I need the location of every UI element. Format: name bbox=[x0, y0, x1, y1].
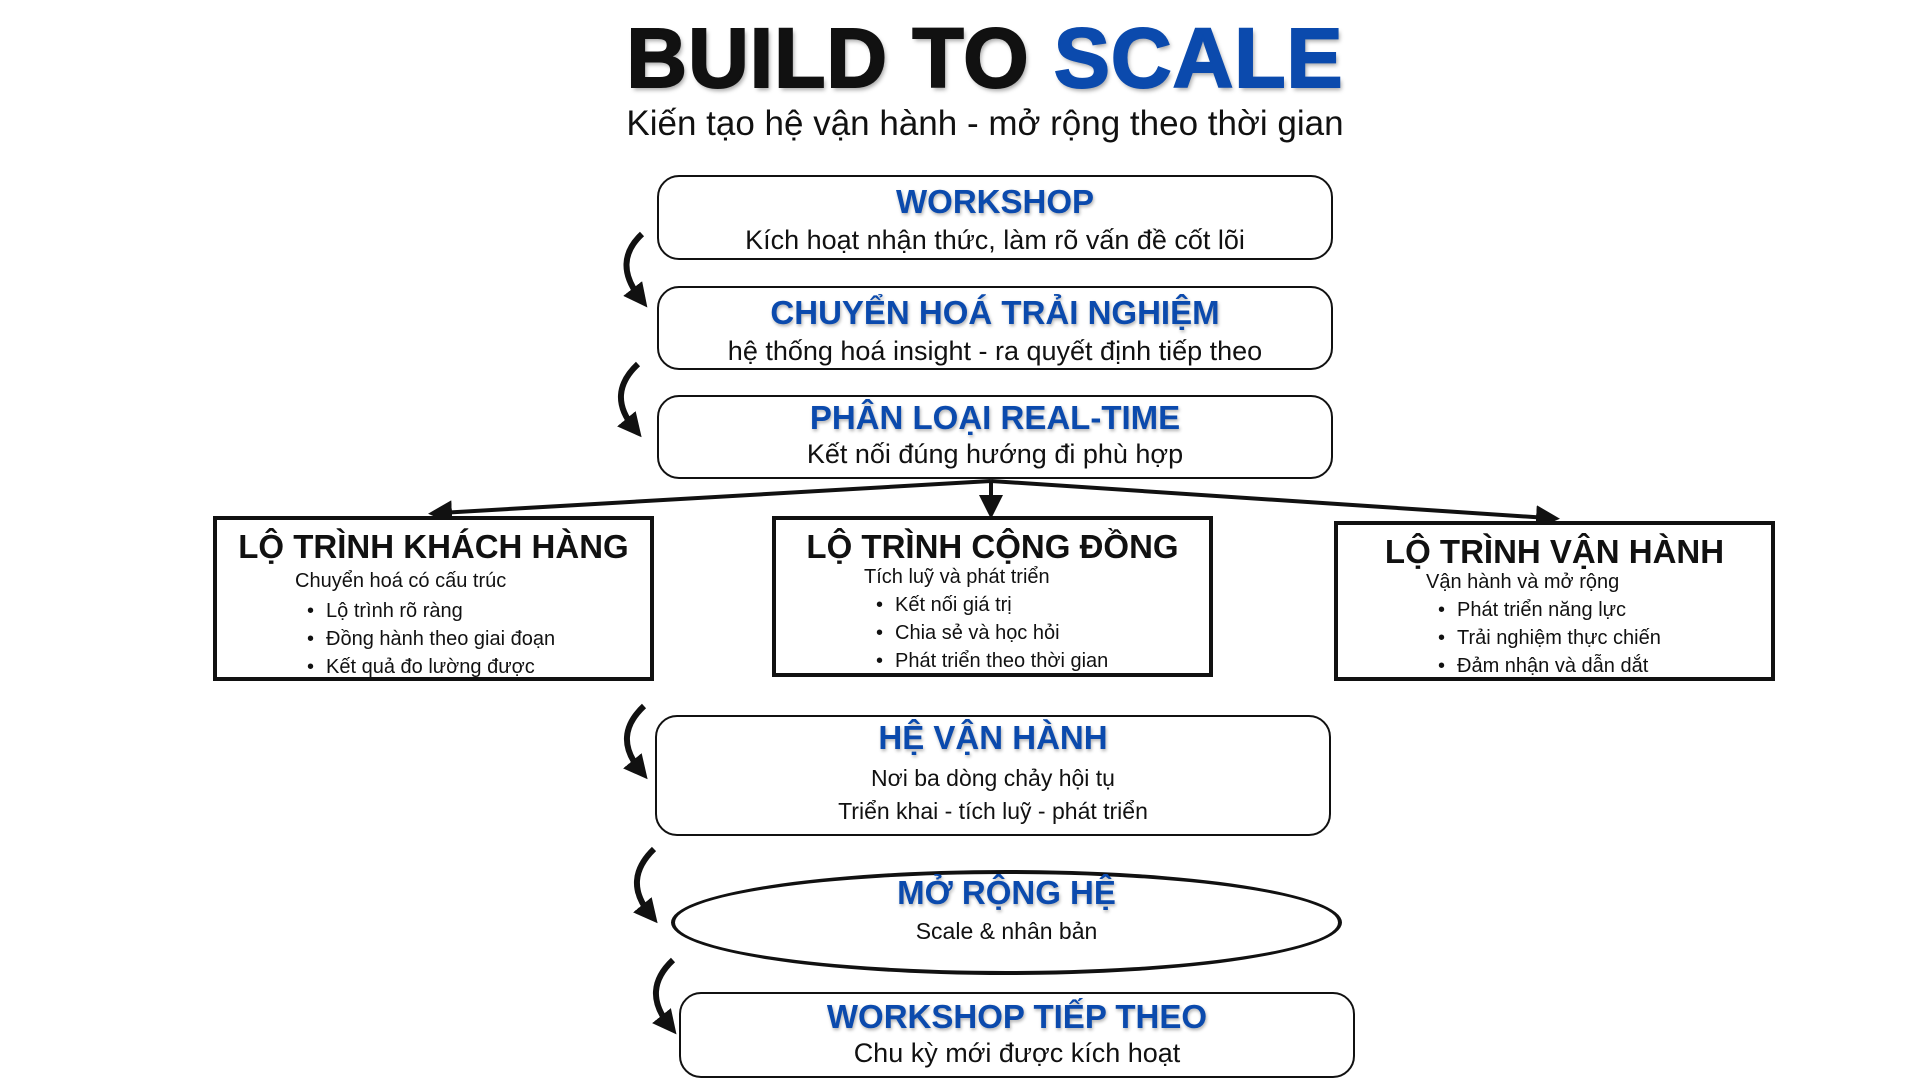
step-desc: Kích hoạt nhận thức, làm rõ vấn đề cốt l… bbox=[745, 225, 1245, 255]
track-cong-dong: LỘ TRÌNH CỘNG ĐỒNG Tích luỹ và phát triể… bbox=[772, 516, 1213, 677]
track-title: LỘ TRÌNH KHÁCH HÀNG bbox=[238, 528, 629, 565]
branch-arrow-right bbox=[990, 479, 1560, 530]
step-desc: hệ thống hoá insight - ra quyết định tiế… bbox=[727, 336, 1263, 366]
next-workshop-box: WORKSHOP TIẾP THEO Chu kỳ mới được kích … bbox=[679, 992, 1355, 1078]
list-item: Đảm nhận và dẫn dắt bbox=[1438, 652, 1771, 680]
track-list: Kết nối giá trị Chia sẻ và học hỏi Phát … bbox=[776, 591, 1209, 675]
scale-title: MỞ RỘNG HỆ bbox=[897, 874, 1116, 911]
step-title: PHÂN LOẠI REAL-TIME bbox=[809, 399, 1181, 436]
step-desc: Kết nối đúng hướng đi phù hợp bbox=[806, 439, 1184, 469]
track-van-hanh: LỘ TRÌNH VẬN HÀNH Vận hành và mở rộng Ph… bbox=[1334, 521, 1775, 681]
system-title: HỆ VẬN HÀNH bbox=[878, 719, 1108, 756]
track-khach-hang: LỘ TRÌNH KHÁCH HÀNG Chuyển hoá có cấu tr… bbox=[213, 516, 654, 681]
step-title: CHUYỂN HOÁ TRẢI NGHIỆM bbox=[770, 294, 1220, 331]
system-line-2: Triển khai - tích luỹ - phát triển bbox=[838, 798, 1148, 824]
list-item: Kết quả đo lường được bbox=[307, 653, 650, 681]
title-part-1: BUILD TO bbox=[625, 10, 1030, 106]
system-box: HỆ VẬN HÀNH Nơi ba dòng chảy hội tụ Triể… bbox=[655, 715, 1331, 836]
step-title: WORKSHOP bbox=[896, 183, 1094, 220]
list-item: Chia sẻ và học hỏi bbox=[876, 619, 1209, 647]
next-desc: Chu kỳ mới được kích hoạt bbox=[853, 1038, 1181, 1068]
track-list: Phát triển năng lực Trải nghiệm thực chi… bbox=[1338, 596, 1771, 680]
title-part-2: SCALE bbox=[1053, 10, 1344, 106]
track-subtitle: Tích luỹ và phát triển bbox=[864, 566, 1050, 588]
scale-desc: Scale & nhân bản bbox=[915, 918, 1098, 944]
system-line-1: Nơi ba dòng chảy hội tụ bbox=[871, 765, 1115, 791]
next-title: WORKSHOP TIẾP THEO bbox=[826, 998, 1208, 1035]
curved-arrow-4 bbox=[633, 846, 658, 924]
list-item: Trải nghiệm thực chiến bbox=[1438, 624, 1771, 652]
scale-ellipse: MỞ RỘNG HỆ Scale & nhân bản bbox=[671, 870, 1342, 975]
step-chuyen-hoa: CHUYỂN HOÁ TRẢI NGHIỆM hệ thống hoá insi… bbox=[657, 286, 1333, 370]
page-subtitle: Kiến tạo hệ vận hành - mở rộng theo thời… bbox=[626, 104, 1344, 143]
branch-arrow-left bbox=[428, 479, 992, 525]
page-title: BUILD TO SCALE bbox=[0, 10, 1920, 107]
track-title: LỘ TRÌNH CỘNG ĐỒNG bbox=[806, 528, 1179, 565]
list-item: Phát triển năng lực bbox=[1438, 596, 1771, 624]
track-title: LỘ TRÌNH VẬN HÀNH bbox=[1384, 533, 1725, 570]
list-item: Đồng hành theo giai đoạn bbox=[307, 625, 650, 653]
track-list: Lộ trình rõ ràng Đồng hành theo giai đoạ… bbox=[217, 597, 650, 681]
curved-arrow-3 bbox=[623, 703, 648, 780]
list-item: Kết nối giá trị bbox=[876, 591, 1209, 619]
curved-arrow-1 bbox=[623, 231, 648, 308]
list-item: Phát triển theo thời gian bbox=[876, 647, 1209, 675]
step-workshop: WORKSHOP Kích hoạt nhận thức, làm rõ vấn… bbox=[657, 175, 1333, 260]
list-item: Lộ trình rõ ràng bbox=[307, 597, 650, 625]
step-phan-loai: PHÂN LOẠI REAL-TIME Kết nối đúng hướng đ… bbox=[657, 395, 1333, 479]
track-subtitle: Vận hành và mở rộng bbox=[1426, 571, 1620, 593]
curved-arrow-5 bbox=[652, 957, 677, 1035]
track-subtitle: Chuyển hoá có cấu trúc bbox=[295, 570, 507, 592]
curved-arrow-2 bbox=[617, 361, 642, 438]
